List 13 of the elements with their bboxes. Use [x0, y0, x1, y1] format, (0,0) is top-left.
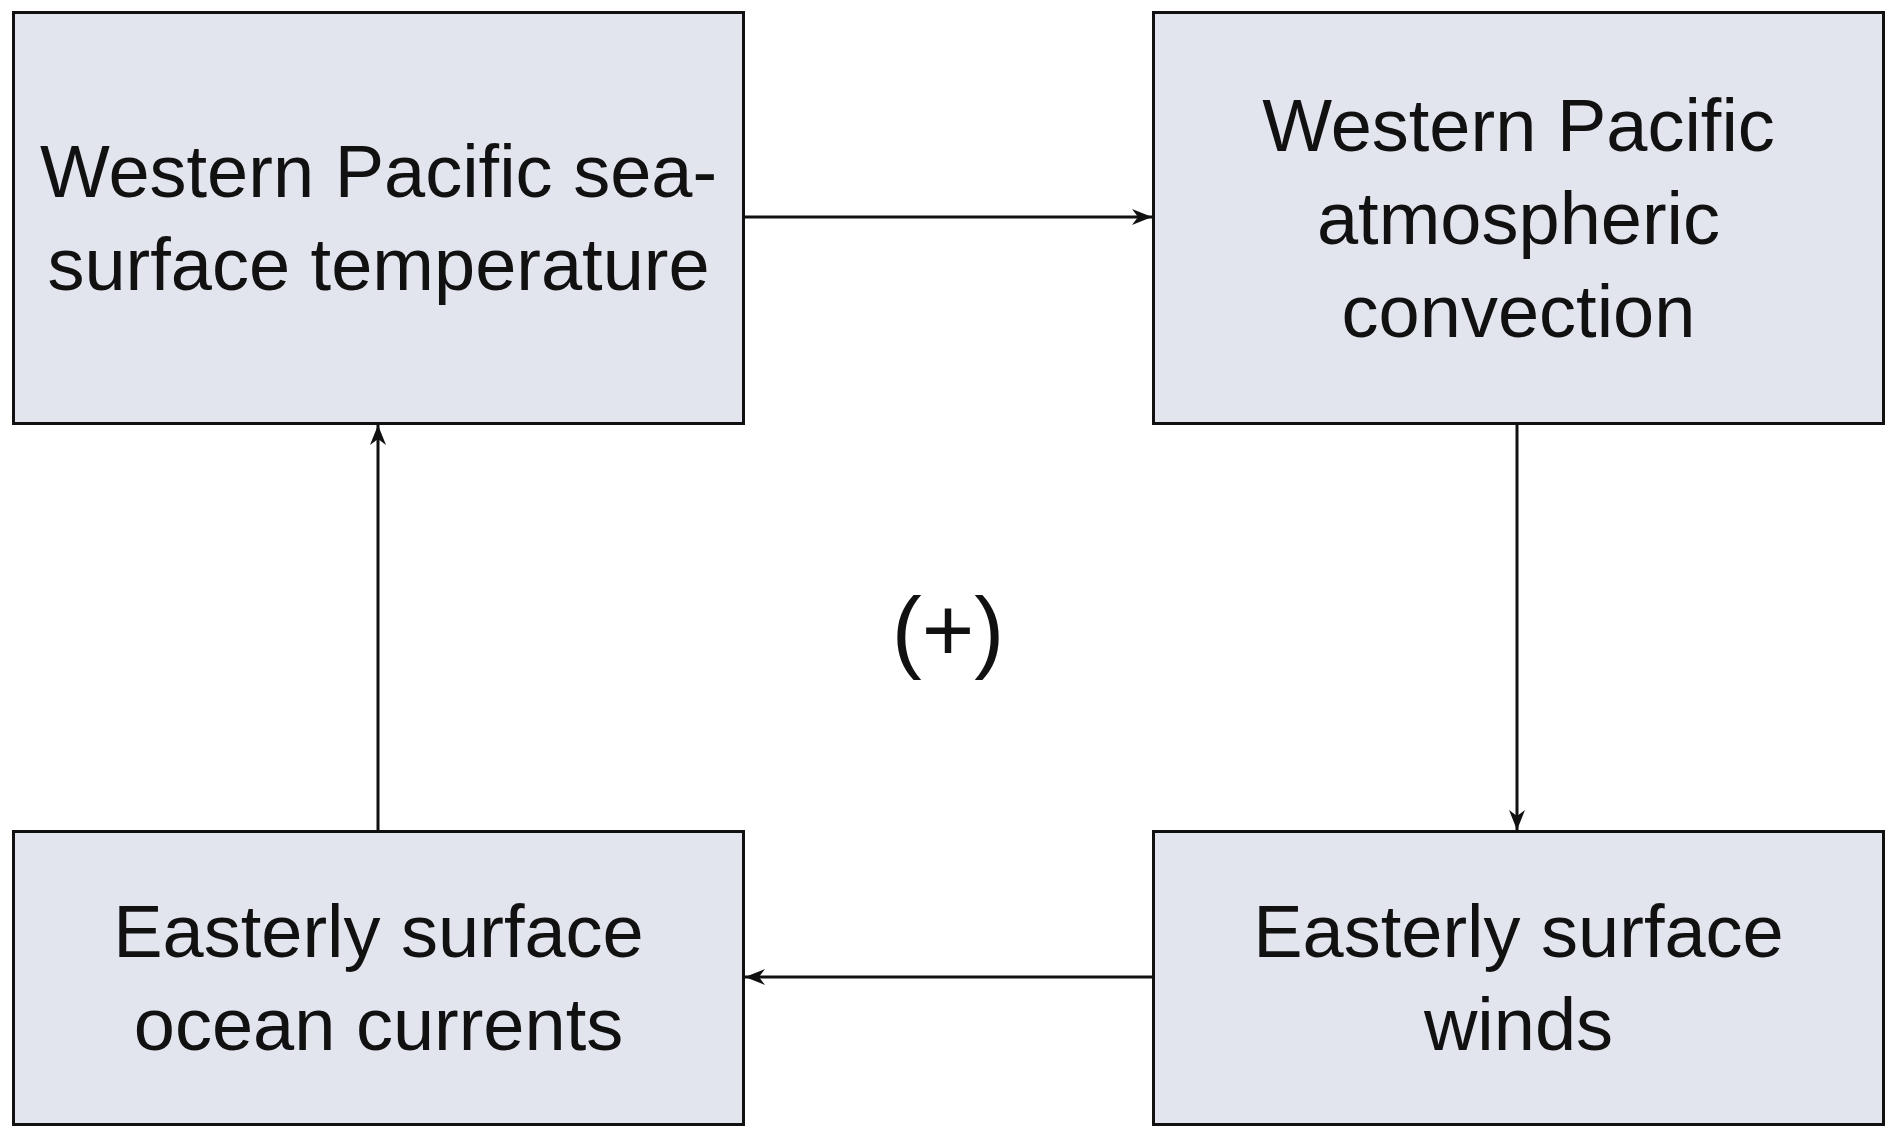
box-label: Western Pacific atmospheric convection — [1261, 82, 1776, 355]
arrow — [370, 425, 386, 830]
process-box — [12, 830, 745, 1126]
arrow — [745, 209, 1152, 225]
box-label: Easterly surface winds — [1252, 889, 1785, 1068]
feedback-sign: (+) — [891, 578, 1005, 682]
arrow — [745, 969, 1152, 985]
process-box — [1152, 11, 1885, 425]
arrow — [1509, 425, 1525, 830]
box-label: Western Pacific sea-surface temperature — [38, 129, 719, 308]
process-box — [12, 11, 745, 425]
box-label: Easterly surface ocean currents — [112, 889, 645, 1068]
process-box — [1152, 830, 1885, 1126]
